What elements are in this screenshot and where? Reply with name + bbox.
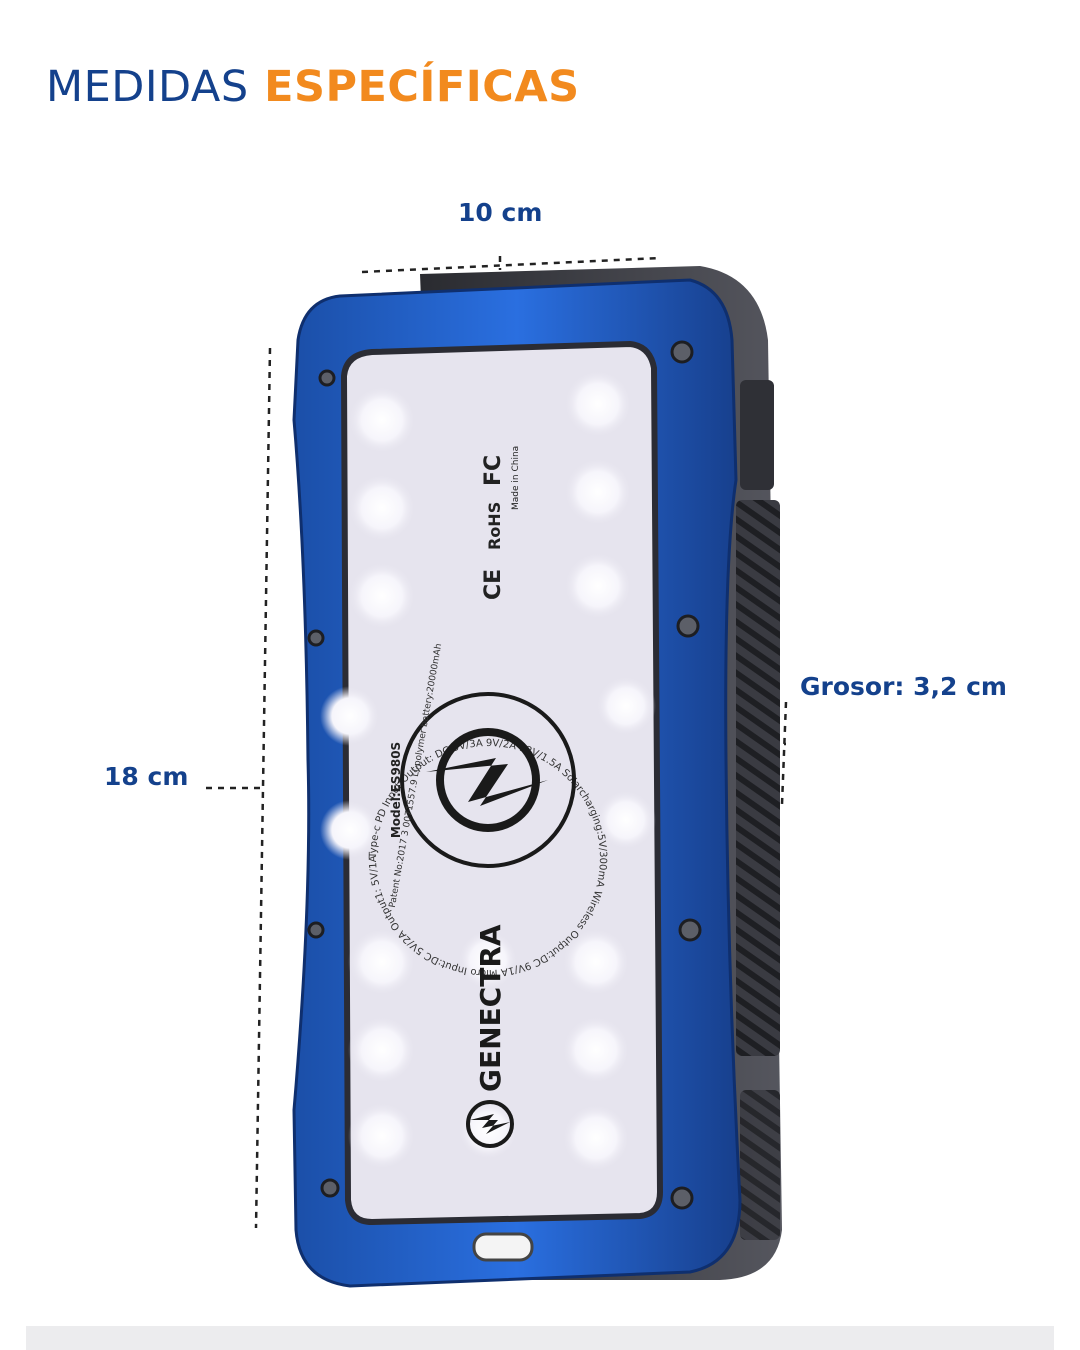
flashlight-button [472, 1232, 534, 1262]
title-word-medidas: MEDIDAS [46, 62, 249, 112]
thickness-label: Grosor: 3,2 cm [800, 672, 1007, 701]
thickness-dashed-line [780, 701, 788, 805]
footer-band [26, 1326, 1054, 1350]
fc-mark: FC [481, 455, 506, 486]
certification-marks: CE RoHS FC Made in China [481, 446, 521, 600]
title-word-especificas: ESPECÍFICAS [264, 62, 580, 112]
width-dashed-line [361, 256, 661, 274]
brand-logo: GENECTRA [466, 924, 514, 1148]
led-lights [320, 370, 656, 1172]
width-label: 10 cm [458, 198, 543, 227]
side-grille [736, 500, 780, 1056]
brand-lightning-icon [470, 1114, 510, 1134]
screws [307, 340, 702, 1210]
made-in-china: Made in China [511, 446, 521, 510]
rohs-mark: RoHS [485, 502, 504, 550]
ce-mark: CE [481, 569, 506, 600]
brand-name: GENECTRA [474, 924, 507, 1092]
page-title: MEDIDAS ESPECÍFICAS [46, 66, 580, 109]
height-dashed-line [254, 347, 272, 1229]
side-port-cover [740, 380, 774, 490]
height-label: 18 cm [104, 762, 189, 791]
model-label: Model:ES980S [389, 742, 403, 838]
lightning-icon [426, 758, 548, 806]
